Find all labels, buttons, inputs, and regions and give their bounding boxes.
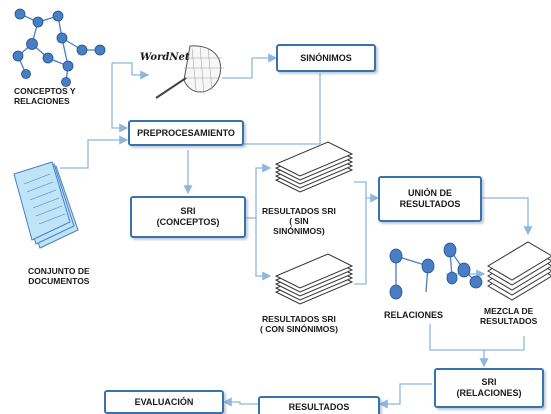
arrow-union-to-mezcla [482,197,533,236]
relations-label: RELACIONES [384,310,444,320]
concepts-relations-label: CONCEPTOS Y RELACIONES [14,86,76,107]
sri-conceptos-box: SRI (CONCEPTOS) [130,196,246,238]
results-sin-label: RESULTADOS SRI ( SIN SINÓNIMOS) [262,206,336,237]
paper-stack-icon [274,253,354,305]
arrow-concepts-to-preprocesamiento [111,63,129,133]
preprocesamiento-box: PREPROCESAMIENTO [128,120,244,146]
documents-label: CONJUNTO DE DOCUMENTOS [28,266,90,287]
sinonimos-box: SINÓNIMOS [276,44,376,72]
wordnet-logo: WordNet [140,52,190,63]
evaluacion-box: EVALUACIÓN [104,390,224,414]
arrow-results-to-union [354,181,380,203]
document-stack-icon [13,161,79,249]
arrow-sri-to-results-2 [255,218,272,281]
network-graph-icon [12,8,106,87]
results-con-label: RESULTADOS SRI ( CON SINÓNIMOS) [260,314,338,335]
arrow-documents-to-preprocesamiento [60,135,129,169]
mezcla-label: MEZCLA DE RESULTADOS [480,306,538,327]
relation-graph-icon [389,242,483,300]
arrow-results2-to-union [354,198,367,285]
paper-stack-icon [274,141,354,193]
arrow-sri-to-results [246,163,272,219]
arrow-wordnet-to-sinonimos [222,53,278,79]
union-resultados-box: UNIÓN DE RESULTADOS [378,176,482,222]
arrow-concepts-to-wordnet [112,62,150,80]
arrow-resultados-to-evaluacion [222,397,258,407]
butterfly-net-icon [155,45,224,99]
resultados-box: RESULTADOS [258,396,380,414]
arrow-mezcla-down [484,336,525,351]
paper-stack-icon [487,241,551,301]
sri-relaciones-box: SRI (RELACIONES) [434,368,544,408]
arrow-sri-relaciones-to-resultados [378,383,432,409]
arrow-to-sri-relaciones [429,324,489,368]
